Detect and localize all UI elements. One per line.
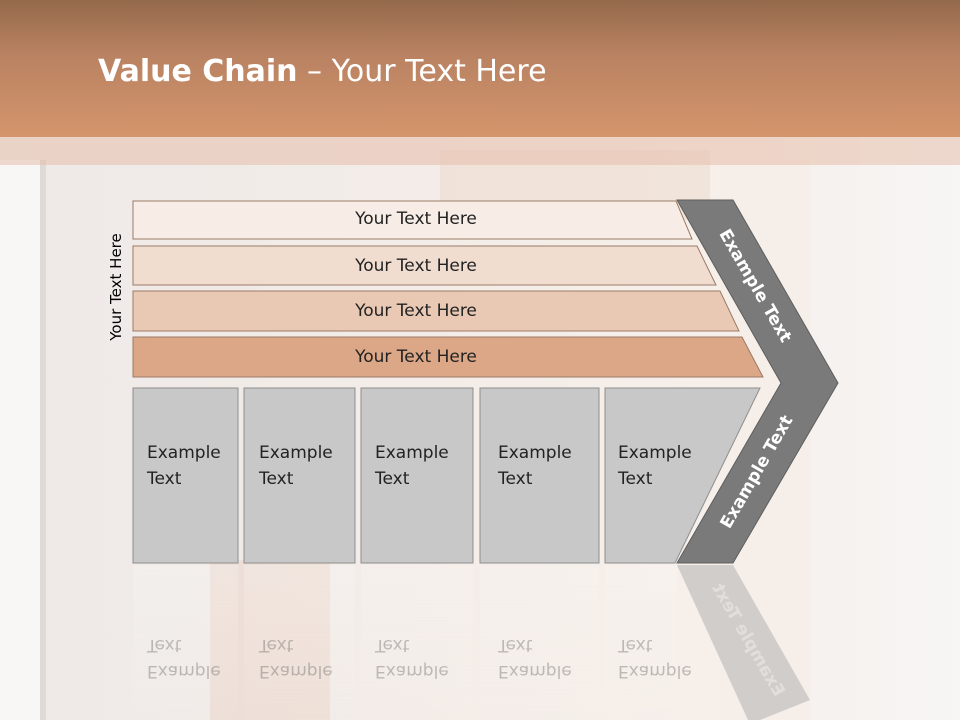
row-bar-2 bbox=[132, 245, 717, 286]
box-label-2-line1: Example bbox=[259, 443, 333, 463]
row-bar-4 bbox=[132, 336, 764, 378]
title-bar bbox=[0, 0, 960, 137]
box-label-3-line1: Example bbox=[375, 443, 449, 463]
chevron-arrow bbox=[676, 199, 839, 564]
box-label-1-line2: Text bbox=[147, 469, 182, 489]
box-5-reflection bbox=[605, 565, 677, 720]
box-reflection-3-line2: Text bbox=[375, 635, 410, 655]
box-label-2-line2: Text bbox=[259, 469, 294, 489]
box-reflection-4-line2: Text bbox=[498, 635, 533, 655]
slide-title: Value Chain – Your Text Here bbox=[98, 54, 547, 89]
row-bar-3 bbox=[132, 290, 740, 332]
box-reflection-1-line2: Text bbox=[147, 635, 182, 655]
box-2-reflection bbox=[244, 565, 355, 720]
box-3-reflection bbox=[361, 565, 473, 720]
box-5 bbox=[604, 387, 761, 564]
box-reflection-5-line2: Text bbox=[618, 635, 653, 655]
box-label-5-line1: Example bbox=[618, 443, 692, 463]
box-reflection-text-4: Example Text bbox=[498, 632, 572, 684]
title-bold: Value Chain bbox=[98, 54, 298, 89]
box-1 bbox=[132, 387, 239, 564]
box-label-5-line2: Text bbox=[618, 469, 653, 489]
box-reflection-text-2: Example Text bbox=[259, 632, 333, 684]
box-1-reflection bbox=[133, 565, 238, 720]
box-reflection-2-line1: Example bbox=[259, 661, 333, 681]
box-label-4-line1: Example bbox=[498, 443, 572, 463]
title-rest: – Your Text Here bbox=[297, 54, 547, 89]
box-label-1-line1: Example bbox=[147, 443, 221, 463]
box-3 bbox=[360, 387, 474, 564]
box-4 bbox=[479, 387, 600, 564]
box-reflection-1-line1: Example bbox=[147, 661, 221, 681]
box-2 bbox=[243, 387, 356, 564]
box-reflection-2-line2: Text bbox=[259, 635, 294, 655]
row-label-1: Your Text Here bbox=[355, 209, 477, 229]
row-label-4: Your Text Here bbox=[355, 347, 477, 367]
row-label-2: Your Text Here bbox=[355, 256, 477, 276]
box-label-3-line2: Text bbox=[375, 469, 410, 489]
box-reflection-text-3: Example Text bbox=[375, 632, 449, 684]
box-reflection-4-line1: Example bbox=[498, 661, 572, 681]
box-reflection-3-line1: Example bbox=[375, 661, 449, 681]
row-bar-1 bbox=[132, 200, 693, 240]
box-reflection-text-5: Example Text bbox=[618, 632, 692, 684]
box-reflection-text-1: Example Text bbox=[147, 632, 221, 684]
chevron-reflection bbox=[677, 565, 810, 720]
header-strip bbox=[0, 137, 960, 165]
box-label-4-line2: Text bbox=[498, 469, 533, 489]
box-reflection-5-line1: Example bbox=[618, 661, 692, 681]
row-label-3: Your Text Here bbox=[355, 301, 477, 321]
box-4-reflection bbox=[480, 565, 599, 720]
